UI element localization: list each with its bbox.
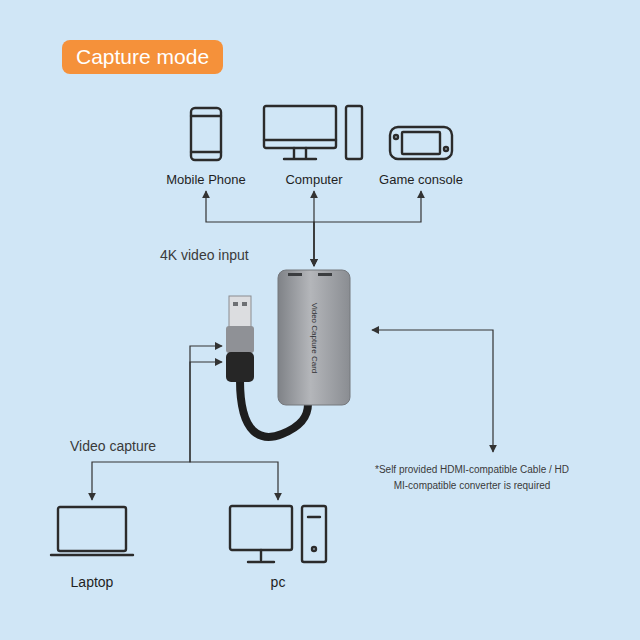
device-print: Video Capture Card	[309, 302, 319, 373]
card-body	[278, 270, 350, 405]
connector	[314, 191, 421, 266]
hdmi-port	[318, 273, 332, 276]
usb-c-body	[226, 352, 254, 382]
power-button	[312, 547, 316, 551]
console-icon	[388, 124, 454, 162]
console-stick	[394, 135, 398, 139]
device-label: Computer	[285, 172, 342, 188]
device-node: Computer	[262, 104, 366, 188]
phone-bezel	[191, 116, 221, 152]
device-label: Mobile Phone	[166, 172, 246, 188]
title-badge: Capture mode	[62, 40, 223, 74]
console-outline	[390, 127, 452, 159]
computer-icon	[262, 104, 366, 162]
adapter-housing	[226, 326, 254, 353]
phone-outline	[191, 108, 221, 160]
pc-icon	[228, 503, 328, 565]
note-text: *Self provided HDMI-compatible Cable / H…	[374, 462, 570, 494]
device-node: Laptop	[49, 503, 135, 591]
device-node: pc	[228, 503, 328, 591]
monitor-stand	[264, 140, 336, 159]
usb-a-plug	[229, 296, 251, 327]
leader-line	[372, 330, 493, 452]
plug-hole	[233, 302, 238, 306]
laptop-screen	[58, 507, 126, 551]
device-node: Mobile Phone	[162, 106, 250, 188]
tower-outline	[346, 106, 362, 159]
device-label: Laptop	[71, 574, 114, 591]
capture-card-drawing	[222, 266, 356, 446]
monitor-outline	[264, 106, 336, 148]
laptop-icon	[49, 503, 135, 565]
device-node: Game console	[375, 124, 467, 188]
phone-icon	[188, 106, 224, 162]
device-label: Game console	[379, 172, 463, 188]
hdmi-port	[288, 273, 302, 276]
connector	[190, 362, 278, 500]
device-label: pc	[271, 574, 286, 591]
console-stick	[444, 147, 448, 151]
flow-label: Video capture	[70, 436, 156, 456]
capture-card: Video Capture Card	[222, 266, 356, 446]
connector	[92, 346, 222, 500]
monitor-stand	[248, 517, 320, 562]
plug-hole	[242, 302, 247, 306]
laptop-base	[51, 554, 133, 556]
monitor-outline	[230, 506, 292, 550]
flow-label: 4K video input	[160, 245, 249, 265]
tower-outline	[302, 506, 326, 562]
console-screen	[402, 132, 440, 154]
